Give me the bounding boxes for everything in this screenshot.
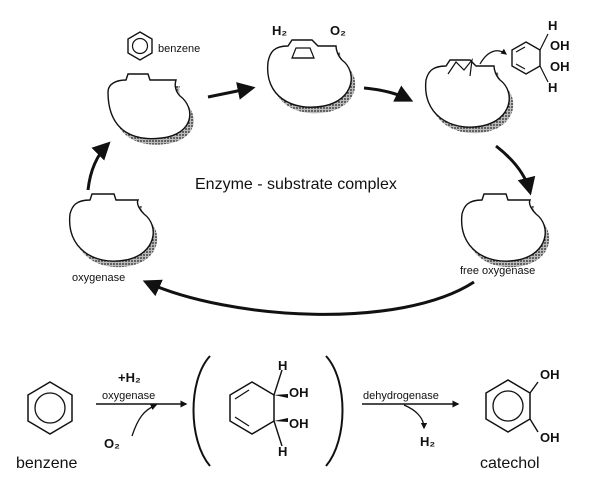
arrow-enzyme2-to-enzyme3 xyxy=(363,85,414,102)
catechol-oh-bottom: OH xyxy=(540,430,560,445)
benzene-ring-top xyxy=(127,31,153,61)
enzyme-top-right xyxy=(424,48,514,134)
top-product-h1: H xyxy=(548,18,557,33)
o2-bottom-label: O₂ xyxy=(104,436,120,451)
enzyme-top-middle xyxy=(267,39,356,114)
enzyme-top-left xyxy=(107,73,194,145)
right-parenthesis xyxy=(325,355,344,467)
left-parenthesis xyxy=(192,355,211,467)
top-product-oh2: OH xyxy=(550,59,570,74)
top-product-oh1: OH xyxy=(550,38,570,53)
catechol-ring xyxy=(485,379,539,433)
benzene-bottom-label: benzene xyxy=(16,455,77,472)
intermediate-h-bottom: H xyxy=(278,444,287,459)
h2-top-label: H₂ xyxy=(272,23,287,38)
cis-diol-product-top xyxy=(511,33,549,83)
arrow-enzyme1-to-enzyme2 xyxy=(207,82,256,100)
o2-curve-arrow xyxy=(131,404,158,437)
benzene-top-label: benzene xyxy=(158,43,200,55)
benzene-ring-bottom xyxy=(27,381,73,435)
enzyme-free-oxygenase xyxy=(460,193,550,268)
arrow-oxygenase-to-enzyme1 xyxy=(86,141,111,191)
intermediate-oh-bottom: OH xyxy=(289,416,309,431)
top-product-h2: H xyxy=(548,80,557,95)
free-oxygenase-label: free oxygenase xyxy=(460,265,535,277)
dehydrogenase-label: dehydrogenase xyxy=(363,390,439,402)
catechol-oh-top: OH xyxy=(540,367,560,382)
h2-out-arrow xyxy=(403,404,428,430)
enzyme-oxygenase xyxy=(68,193,158,268)
catechol-label: catechol xyxy=(480,455,540,472)
cycle-title: Enzyme - substrate complex xyxy=(195,176,397,193)
cis-dihydrodiol-intermediate xyxy=(229,369,288,447)
oxygenase-label: oxygenase xyxy=(72,272,125,284)
arrow-enzyme3-to-free xyxy=(495,144,536,196)
intermediate-oh-top: OH xyxy=(289,385,309,400)
plus-h2-label: +H₂ xyxy=(118,370,141,385)
oxygenase-step-label: oxygenase xyxy=(102,390,155,402)
arrow-free-to-oxygenase xyxy=(142,279,475,316)
intermediate-h-top: H xyxy=(278,358,287,373)
o2-top-label: O₂ xyxy=(330,23,346,38)
h2-out-label: H₂ xyxy=(420,434,435,449)
